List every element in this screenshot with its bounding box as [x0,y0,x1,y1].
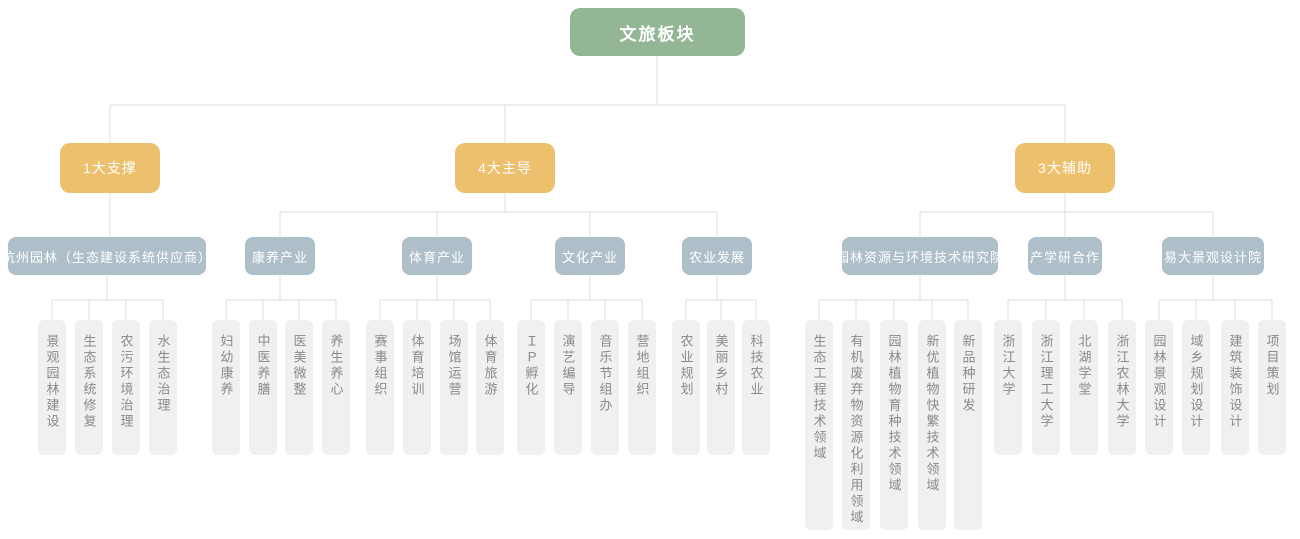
item-node: 医美微整 [285,320,313,455]
branch-leading: 4大主导 [455,143,555,193]
connector-group-culture [530,275,643,320]
item-node: 妇幼康养 [212,320,240,455]
group-agriculture: 农业发展 [682,237,752,275]
connector-group-sports [379,275,491,320]
connector-group-agriculture [685,275,757,320]
item-node: 农业规划 [672,320,700,455]
item-node: 浙江理工大学 [1032,320,1060,455]
item-node: 生态工程技术领域 [805,320,833,530]
group-design: 易大景观设计院 [1162,237,1264,275]
group-wellness: 康养产业 [245,237,315,275]
item-node: 养生养心 [322,320,350,455]
group-sports: 体育产业 [402,237,472,275]
item-node: 中医养膳 [249,320,277,455]
item-node: 北湖学堂 [1070,320,1098,455]
item-node: 新优植物快繁技术领域 [918,320,946,530]
branch-auxiliary: 3大辅助 [1015,143,1115,193]
item-node: 域乡规划设计 [1182,320,1210,455]
group-institute: 园林资源与环境技术研究院 [836,237,1003,275]
item-node: 建筑装饰设计 [1221,320,1249,455]
connector-group-cooperation [1007,275,1123,320]
branch-support: 1大支撑 [60,143,160,193]
item-node: 农污环境治理 [112,320,140,455]
item-node: 美丽乡村 [707,320,735,455]
connector-branch-auxiliary [919,193,1214,237]
item-node: 水生态治理 [149,320,177,455]
item-node: ＩＰ孵化 [517,320,545,455]
connector-branch-leading [279,193,718,237]
item-node: 体育培训 [403,320,431,455]
item-node: 浙江农林大学 [1108,320,1136,455]
group-culture: 文化产业 [555,237,625,275]
item-node: 科技农业 [742,320,770,455]
group-hzgarden: 杭州园林（生态建设系统供应商） [2,237,211,275]
connector-group-wellness [225,275,337,320]
item-node: 有机废弃物资源化利用领域 [842,320,870,530]
item-node: 营地组织 [628,320,656,455]
connector-group-institute [818,275,969,320]
item-node: 园林景观设计 [1145,320,1173,455]
connector-root-to-branches [109,56,1066,143]
group-cooperation: 产学研合作 [1028,237,1102,275]
root-node: 文旅板块 [570,8,745,56]
item-node: 项目策划 [1258,320,1286,455]
connector-group-design [1158,275,1273,320]
item-node: 赛事组织 [366,320,394,455]
item-node: 场馆运营 [440,320,468,455]
item-node: 园林植物育种技术领域 [880,320,908,530]
item-node: 浙江大学 [994,320,1022,455]
item-node: 新品种研发 [954,320,982,530]
item-node: 音乐节组办 [591,320,619,455]
item-node: 体育旅游 [476,320,504,455]
item-node: 生态系统修复 [75,320,103,455]
connector-group-hzgarden [51,275,164,320]
item-node: 景观园林建设 [38,320,66,455]
item-node: 演艺编导 [554,320,582,455]
